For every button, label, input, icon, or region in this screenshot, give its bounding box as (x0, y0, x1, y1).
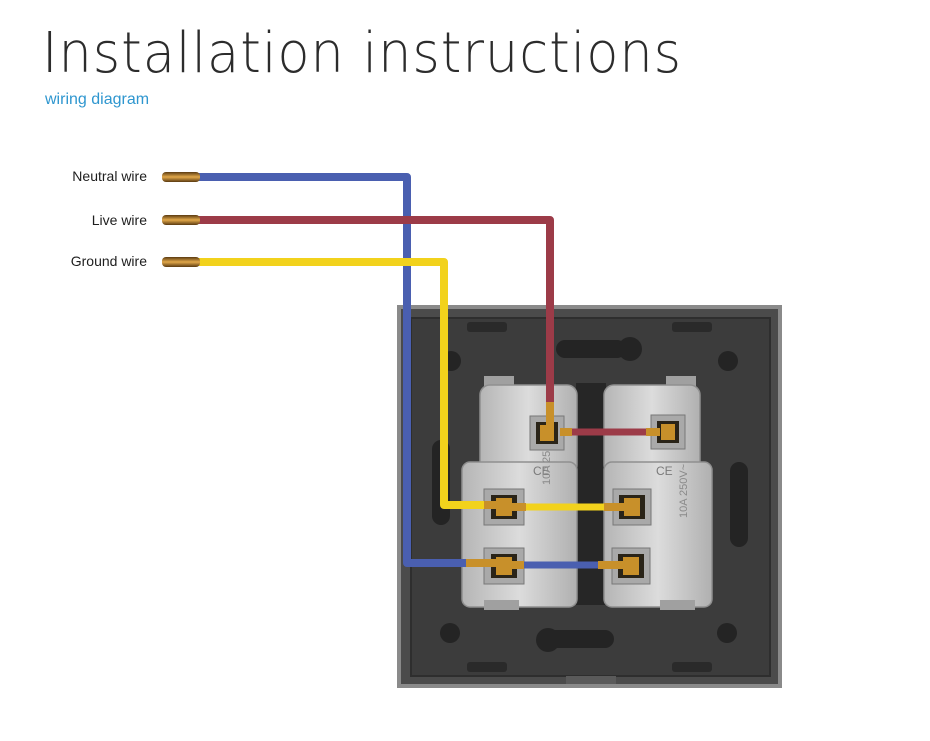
live-wire-tip (162, 215, 200, 225)
screw-hole (717, 623, 737, 643)
live-wire-label: Live wire (91, 212, 147, 228)
wires (198, 173, 652, 569)
live-wire (198, 216, 554, 404)
centre-divider (576, 383, 606, 605)
socket-back-plate (397, 305, 782, 688)
mounting-slot (730, 462, 748, 547)
ce-mark-left: CE (533, 464, 550, 478)
ground-wire (198, 258, 486, 509)
neutral-wire (198, 173, 468, 567)
wire-stripped-ends (162, 172, 660, 569)
page-title: Installation instructions (42, 21, 683, 86)
ce-mark-right: CE (656, 464, 673, 478)
rating-right: 10A 250V~ (678, 464, 690, 518)
neutral-wire-tip (162, 172, 200, 182)
neutral-wire-label: Neutral wire (72, 168, 147, 184)
terminal-live-left (529, 415, 565, 451)
screw-hole (440, 623, 460, 643)
page-subtitle: wiring diagram (45, 91, 150, 108)
screw-hole (718, 351, 738, 371)
ground-wire-tip (162, 257, 200, 267)
terminal-live-right (650, 414, 686, 450)
ground-wire-label: Ground wire (70, 253, 147, 269)
mounting-slot (556, 340, 626, 358)
